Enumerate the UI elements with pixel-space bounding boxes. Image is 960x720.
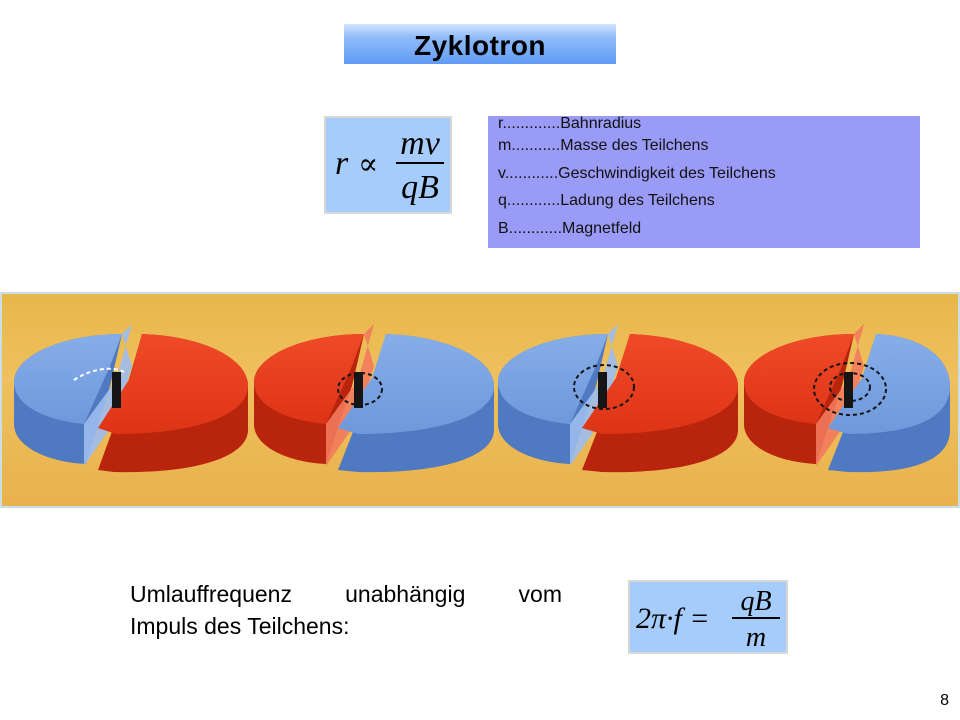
formula-denominator: qB (401, 169, 439, 206)
conclusion-line-2: Impuls des Teilchens: (130, 613, 350, 639)
variable-legend: r.............Bahnradius m...........Mas… (488, 116, 920, 248)
legend-item-m: m...........Masse des Teilchens (498, 137, 709, 154)
page-number: 8 (940, 692, 949, 709)
formula-lhs: r (335, 145, 349, 182)
cyclotron-dees-drawing (14, 324, 950, 473)
legend-item-v: v............Geschwindigkeit des Teilche… (498, 164, 776, 182)
conclusion-line-1: Umlauffrequenz unabhängig vom (130, 581, 562, 607)
legend-item-q: q............Ladung des Teilchens (498, 192, 715, 209)
frequency-formula-numerator: qB (740, 586, 771, 617)
slide-title: Zyklotron (413, 30, 547, 61)
radius-formula-box: r ∝ mv qB (324, 116, 452, 214)
cyclotron-stage-2 (254, 324, 494, 473)
proportional-symbol: ∝ (358, 147, 378, 182)
legend-item-b: B............Magnetfeld (498, 219, 642, 237)
cyclotron-illustration (0, 292, 960, 508)
frequency-formula-box: 2π·f = qB m (628, 580, 788, 654)
frequency-formula: 2π·f = qB m (636, 586, 780, 652)
conclusion-text: Umlauffrequenz unabhängig vom Impuls des… (130, 578, 562, 642)
legend-item-r: r.............Bahnradius (498, 115, 642, 132)
title-banner: Zyklotron (344, 24, 616, 64)
radius-formula: r ∝ mv qB (335, 125, 444, 206)
formula-numerator: mv (400, 125, 441, 162)
cyclotron-stage-1 (14, 324, 248, 473)
frequency-formula-denominator: m (746, 622, 766, 652)
frequency-formula-lhs: 2π·f = (636, 602, 710, 635)
cyclotron-stage-4 (744, 324, 950, 473)
cyclotron-stage-3 (498, 324, 738, 473)
